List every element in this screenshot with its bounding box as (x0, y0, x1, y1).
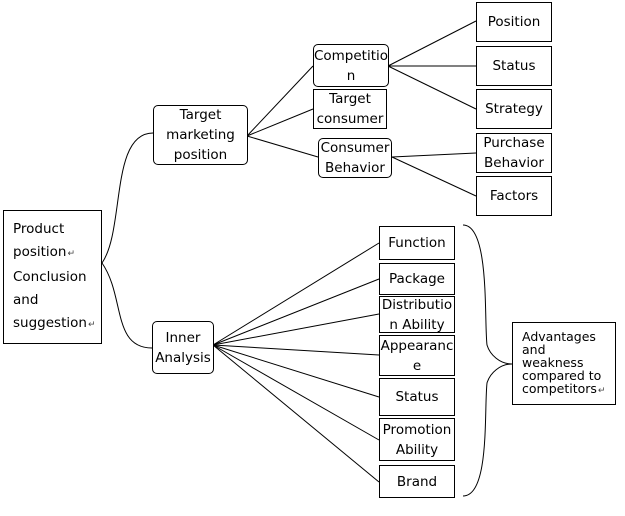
return-mark: ↵ (67, 248, 76, 259)
node-line: compared to (522, 367, 602, 383)
brace-summary (462, 224, 513, 497)
node-line: Distributio (381, 296, 453, 313)
node-line: n Ability (389, 316, 445, 333)
node-line: Promotion (382, 421, 452, 438)
node-line: competitors↵ (522, 380, 606, 396)
edge-target-competition (246, 65, 314, 137)
target-consumer-node: Target consumer (313, 89, 387, 129)
appearance-node: Appearanc e (379, 335, 455, 376)
edge-behavior-purchase (391, 152, 477, 158)
status-node-inner: Status (379, 378, 455, 416)
root-line: and (13, 291, 39, 308)
edge-inner-package (212, 278, 380, 346)
product-position-node: Product position↵ Conclusion and suggest… (3, 210, 102, 344)
node-line: Analysis (155, 349, 211, 366)
node-line: Position (487, 14, 541, 30)
advantages-weakness-node: Advantages and weakness compared to comp… (512, 322, 616, 405)
root-line: suggestion↵ (13, 314, 96, 331)
node-line: Ability (395, 441, 439, 458)
return-mark: ↵ (597, 385, 606, 396)
root-line: position↵ (13, 243, 76, 260)
distribution-ability-node: Distributio n Ability (379, 296, 455, 333)
purchase-behavior-node: Purchase Behavior (476, 133, 552, 173)
root-line: Conclusion (13, 268, 87, 285)
edge-inner-distribution (212, 313, 380, 346)
factors-node: Factors (476, 176, 552, 216)
node-line: Inner (165, 329, 201, 346)
node-line: Target (329, 91, 371, 107)
edge-competition-position (387, 20, 477, 67)
inner-analysis-node: Inner Analysis (152, 321, 214, 374)
edge-inner-appearance (212, 344, 380, 356)
brand-node: Brand (379, 465, 455, 498)
node-line: Target (179, 107, 222, 123)
edge-inner-brand (212, 344, 380, 483)
node-line: Competitio (313, 47, 389, 64)
node-line: Purchase (483, 135, 545, 151)
promotion-ability-node: Promotion Ability (379, 418, 455, 461)
node-line: and (522, 341, 546, 357)
node-line: Strategy (485, 101, 543, 117)
edge-target-behavior (246, 135, 319, 158)
function-node: Function (379, 226, 455, 260)
edge-inner-function (212, 242, 380, 346)
root-line: Product (13, 220, 65, 237)
brace-root (101, 132, 154, 349)
node-line: Behavior (484, 155, 544, 171)
node-line: marketing (166, 127, 235, 143)
position-node: Position (476, 2, 552, 42)
node-line: Consumer (320, 140, 390, 156)
target-marketing-position-node: Target marketing position (153, 105, 248, 165)
node-line: Factors (489, 188, 539, 204)
status-node-competition: Status (476, 46, 552, 86)
edge-inner-promotion (212, 344, 380, 441)
node-line: position (173, 147, 228, 163)
node-line: Advantages (522, 328, 596, 344)
node-line: Brand (396, 473, 438, 490)
node-line: weakness (522, 354, 584, 370)
consumer-behavior-node: Consumer Behavior (318, 138, 392, 178)
package-node: Package (379, 263, 455, 295)
edge-target-consumer (246, 108, 314, 137)
node-line: e (412, 357, 422, 374)
node-line: consumer (316, 111, 384, 127)
competition-node: Competitio n (313, 44, 389, 87)
node-line: n (346, 67, 356, 84)
node-line: Status (395, 389, 439, 405)
node-line: Package (389, 271, 445, 287)
edge-inner-status (212, 344, 380, 398)
edge-behavior-factors (391, 156, 477, 197)
node-line: Function (388, 235, 446, 251)
strategy-node: Strategy (476, 89, 552, 129)
node-line: Behavior (325, 160, 385, 176)
node-line: Status (492, 58, 536, 74)
return-mark: ↵ (87, 319, 96, 330)
node-line: Appearanc (380, 337, 454, 354)
edge-competition-strategy (387, 65, 477, 110)
